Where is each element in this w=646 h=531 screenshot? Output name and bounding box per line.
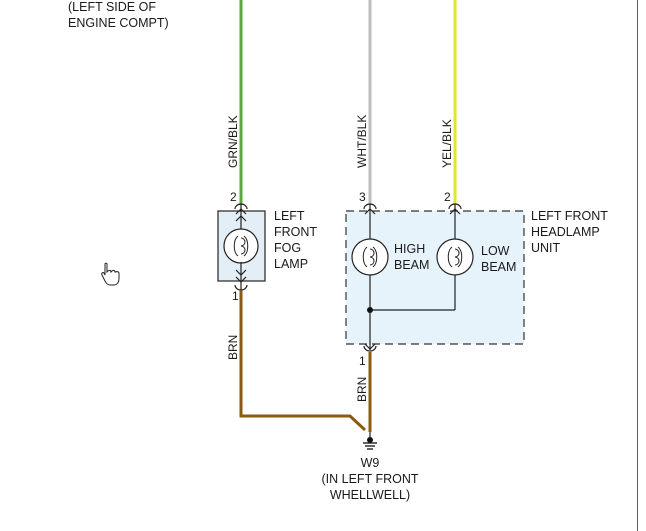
vertical-scrollbar[interactable] xyxy=(637,0,646,531)
fog-pin-in: 2 xyxy=(230,190,237,204)
headlamp-pin-out: 1 xyxy=(359,354,366,368)
high-beam-bulb-icon xyxy=(351,204,389,350)
fog-lamp-label-4: LAMP xyxy=(274,257,308,271)
hand-pointer-icon xyxy=(101,262,120,286)
headlamp-out-arrow xyxy=(364,343,376,350)
fog-ground-wire-label: BRN xyxy=(226,335,240,360)
splice-dot xyxy=(367,307,373,313)
high-beam-label-2: BEAM xyxy=(394,258,429,272)
high-pin-in: 3 xyxy=(359,190,366,204)
fog-lamp-label-1: LEFT xyxy=(274,209,305,223)
fog-lamp-label-2: FRONT xyxy=(274,225,317,239)
ground-location-2: WHELLWELL) xyxy=(330,488,410,502)
headlamp-unit-box xyxy=(345,210,525,345)
ground-id: W9 xyxy=(361,456,380,470)
headlamp-unit-label-2: HEADLAMP xyxy=(531,225,600,239)
fog-lamp-bulb-icon xyxy=(223,204,259,290)
high-feed-wire-label: WHT/BLK xyxy=(355,115,369,168)
low-feed-wire-label: YEL/BLK xyxy=(440,119,454,168)
high-beam-label-1: HIGH xyxy=(394,242,425,256)
low-beam-bulb-icon xyxy=(436,204,474,310)
headlamp-unit-label-3: UNIT xyxy=(531,241,561,255)
ground-icon xyxy=(363,432,377,450)
headlamp-ground-wire-label: BRN xyxy=(355,377,369,402)
headlamp-connector-bottom xyxy=(363,345,377,352)
location-note-line-1: (LEFT SIDE OF xyxy=(68,0,156,14)
fog-pin-out: 1 xyxy=(232,289,239,303)
fog-lamp-label-3: FOG xyxy=(274,241,301,255)
location-note-line-2: ENGINE COMPT) xyxy=(68,16,169,30)
low-pin-in: 2 xyxy=(444,190,451,204)
low-beam-label-1: LOW xyxy=(481,244,510,258)
ground-location-1: (IN LEFT FRONT xyxy=(322,472,419,486)
fog-feed-wire-label: GRN/BLK xyxy=(226,115,240,168)
headlamp-unit-label-1: LEFT FRONT xyxy=(531,209,608,223)
fog-ground-wire xyxy=(239,290,367,432)
low-beam-label-2: BEAM xyxy=(481,260,516,274)
